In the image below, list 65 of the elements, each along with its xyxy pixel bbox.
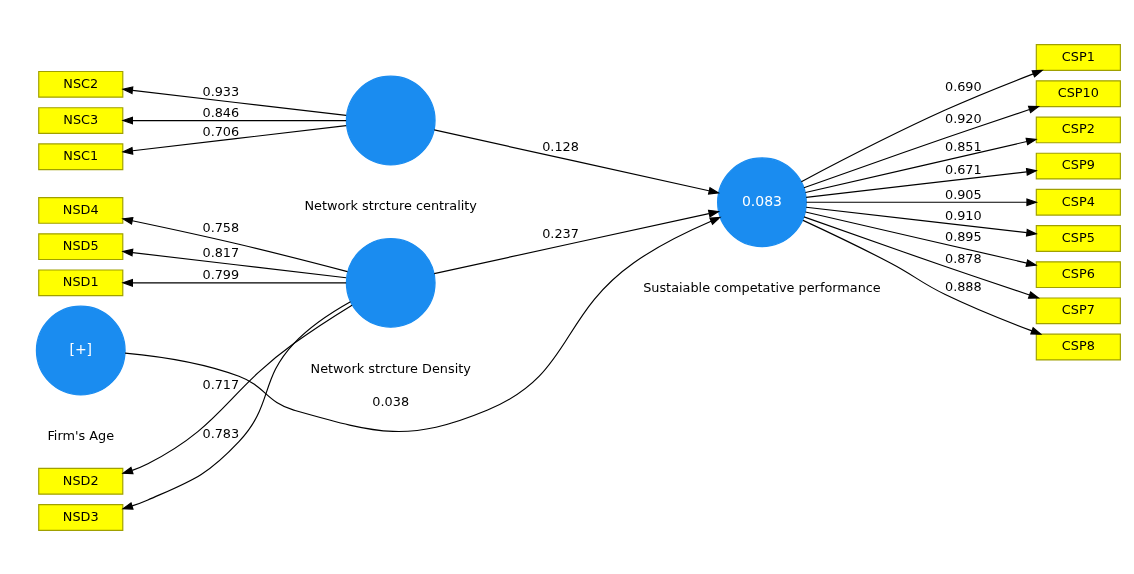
arrow <box>433 128 721 195</box>
edge-label: 0.905 <box>944 186 982 202</box>
node-label: Firm's Age <box>47 427 115 443</box>
node-box: CSP8 <box>1035 333 1121 360</box>
node-box: NSD3 <box>38 503 124 531</box>
arrow <box>803 105 1041 188</box>
node-circle: [+] <box>35 305 126 395</box>
arrow <box>805 197 1039 206</box>
arrow <box>121 278 347 287</box>
node-box: CSP9 <box>1035 152 1121 179</box>
arrow <box>121 304 353 474</box>
edge-label: 0.799 <box>202 266 240 282</box>
arrow <box>802 219 1043 335</box>
node-label: Network strcture centrality <box>304 197 477 213</box>
arrow <box>805 206 1038 237</box>
node-box: CSP6 <box>1035 260 1121 288</box>
edge-label: 0.817 <box>202 244 240 260</box>
node-box: NSD1 <box>38 268 124 296</box>
arrow <box>121 85 347 116</box>
node-box: CSP7 <box>1035 296 1121 324</box>
node-box: NSC3 <box>38 106 124 134</box>
arrow <box>805 167 1038 198</box>
arrow <box>121 300 352 510</box>
arrow <box>804 137 1038 193</box>
arrow <box>124 216 722 432</box>
edge-label: 0.851 <box>944 138 982 154</box>
edge-label: 0.920 <box>944 110 982 126</box>
arrow <box>803 215 1041 299</box>
node-box: CSP10 <box>1035 79 1121 107</box>
edge-label: 0.758 <box>202 219 240 235</box>
node-box: NSD2 <box>38 467 124 495</box>
edge-label: 0.895 <box>944 228 982 244</box>
edge-label: 0.038 <box>372 393 410 409</box>
arrow <box>121 248 347 278</box>
node-box: NSD5 <box>38 232 124 260</box>
node-label: Network strcture Density <box>310 359 471 375</box>
edge-label: 0.933 <box>202 83 240 99</box>
edge-label: 0.706 <box>202 123 240 138</box>
node-label: Sustaiable competative performance <box>643 279 881 295</box>
arrow <box>800 69 1044 182</box>
node-box: NSC2 <box>38 70 124 98</box>
edge-label: 0.910 <box>944 207 982 223</box>
arrow <box>121 124 347 155</box>
edge-label: 0.690 <box>944 78 982 94</box>
edge-label: 0.237 <box>542 225 579 241</box>
edge-label: 0.783 <box>202 425 240 441</box>
node-circle: 0.083 <box>717 156 807 247</box>
node-box: NSC1 <box>38 142 124 170</box>
edge-label: 0.878 <box>944 250 982 266</box>
edge-label: 0.717 <box>202 376 240 392</box>
edge-label: 0.888 <box>944 278 982 294</box>
node-box: CSP5 <box>1035 224 1121 252</box>
node-box: CSP1 <box>1035 43 1121 71</box>
node-box: CSP2 <box>1035 115 1121 143</box>
node-box: NSD4 <box>38 196 124 224</box>
arrow <box>804 210 1038 267</box>
node-circle <box>345 75 436 165</box>
edge-label: 0.671 <box>944 161 982 177</box>
edge-label: 0.128 <box>542 138 579 154</box>
node-box: CSP4 <box>1035 188 1121 216</box>
arrow <box>433 209 721 274</box>
arrow <box>121 216 349 272</box>
arrow <box>121 115 347 125</box>
edge-label: 0.846 <box>202 104 240 120</box>
node-circle <box>345 237 436 328</box>
